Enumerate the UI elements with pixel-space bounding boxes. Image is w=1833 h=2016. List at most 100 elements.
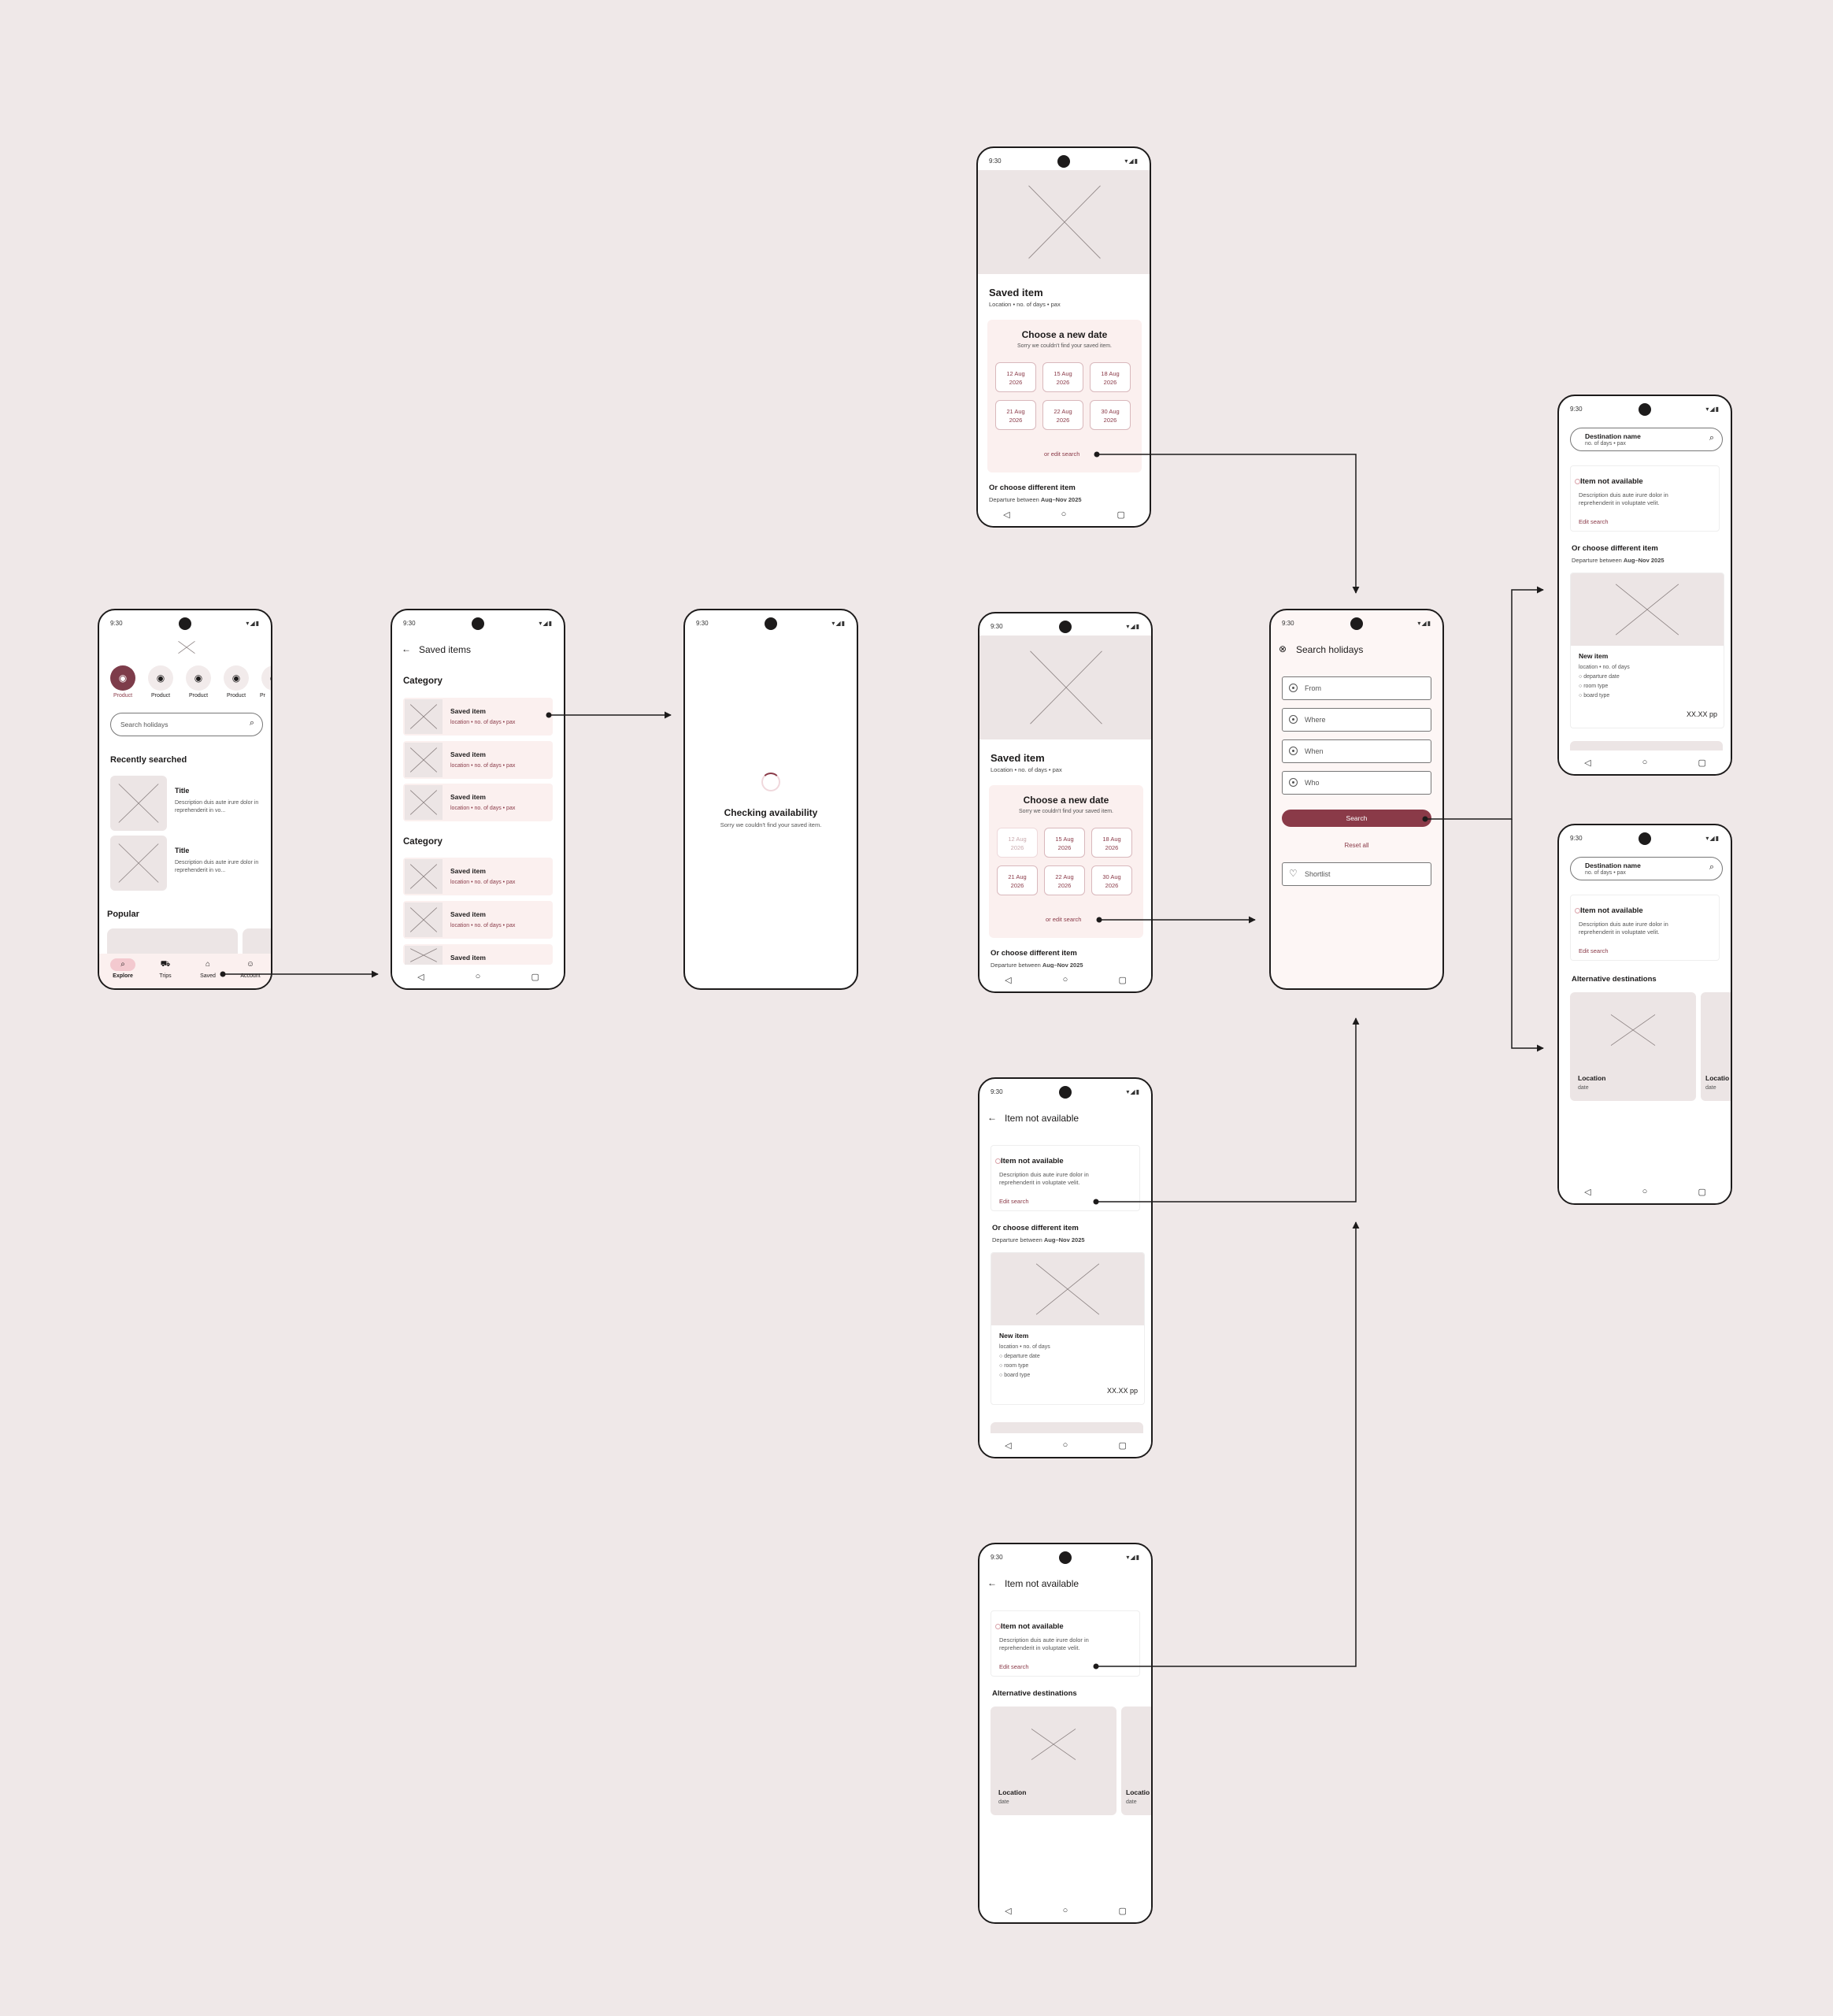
thumbnail xyxy=(110,836,167,891)
alert-dot-icon xyxy=(995,1624,1001,1629)
back-nav-icon[interactable]: ◁ xyxy=(417,972,424,982)
status-time: 9:30 xyxy=(991,623,1003,630)
reset-all-link[interactable]: Reset all xyxy=(1344,842,1369,849)
back-arrow-icon[interactable]: ← xyxy=(402,643,411,654)
recents-nav-icon[interactable]: ▢ xyxy=(531,972,539,982)
destination-search-bar[interactable]: Destination name no. of days • pax ⌕ xyxy=(1570,428,1723,451)
tab-explore[interactable]: ⌕ Explore xyxy=(107,958,139,979)
status-time: 9:30 xyxy=(991,1554,1003,1561)
when-field[interactable]: When xyxy=(1282,739,1431,763)
bottom-tab-bar: ⌕ Explore ⛟ Trips ⌂ Saved ☺ Account xyxy=(99,954,271,988)
status-time: 9:30 xyxy=(1282,620,1294,627)
from-field[interactable]: From xyxy=(1282,676,1431,700)
new-item-card[interactable]: New item location • no. of days ○ depart… xyxy=(1570,573,1724,728)
new-item-card[interactable]: New item location • no. of days ○ depart… xyxy=(991,1252,1145,1405)
home-nav-icon[interactable]: ○ xyxy=(1061,510,1067,519)
destination-meta: no. of days • pax xyxy=(1585,441,1626,447)
back-nav-icon[interactable]: ◁ xyxy=(1005,1440,1012,1451)
edit-search-link[interactable]: Edit search xyxy=(999,1198,1029,1205)
recents-nav-icon[interactable]: ▢ xyxy=(1116,510,1125,520)
back-nav-icon[interactable]: ◁ xyxy=(1005,1906,1012,1916)
edit-search-link[interactable]: or edit search xyxy=(1046,916,1082,923)
search-input[interactable]: Search holidays ⌕ xyxy=(110,713,263,736)
who-field[interactable]: Who xyxy=(1282,771,1431,795)
new-item-meta: location • no. of days xyxy=(999,1344,1050,1350)
page-title: Search holidays xyxy=(1296,644,1364,655)
recents-nav-icon[interactable]: ▢ xyxy=(1698,758,1706,768)
back-arrow-icon[interactable]: ← xyxy=(987,1577,997,1588)
alert-desc: Description duis aute irure dolor in rep… xyxy=(999,1636,1089,1651)
back-nav-icon[interactable]: ◁ xyxy=(1003,510,1010,520)
system-nav-bar: ◁ ○ ▢ xyxy=(979,968,1151,991)
camera-notch xyxy=(472,617,484,630)
destination-search-bar[interactable]: Destination name no. of days • pax ⌕ xyxy=(1570,857,1723,880)
recents-nav-icon[interactable]: ▢ xyxy=(1118,1440,1127,1451)
alert-title: Item not available xyxy=(1580,906,1643,915)
back-arrow-icon[interactable]: ← xyxy=(987,1112,997,1123)
home-nav-icon[interactable]: ○ xyxy=(1062,1440,1068,1450)
saved-item-detail-screen-alt: 9:30▾◢▮ Saved item Location • no. of day… xyxy=(978,612,1153,993)
close-icon[interactable]: ⊗ xyxy=(1279,643,1287,654)
edit-search-link[interactable]: or edit search xyxy=(1044,450,1080,458)
category-label: Pr xyxy=(260,693,265,699)
system-nav-bar: ◁ ○ ▢ xyxy=(978,502,1150,526)
recents-nav-icon[interactable]: ▢ xyxy=(1698,1187,1706,1197)
price: XX.XX pp xyxy=(1106,1387,1138,1395)
product-icon: ◉ xyxy=(224,665,249,691)
recents-nav-icon[interactable]: ▢ xyxy=(1118,975,1127,985)
destination-card[interactable]: Location date xyxy=(991,1707,1116,1815)
shortlist-button[interactable]: ♡Shortlist xyxy=(1282,862,1431,886)
tab-trips[interactable]: ⛟ Trips xyxy=(150,958,181,979)
saved-item[interactable]: Saved item xyxy=(403,944,553,965)
search-button[interactable]: Search xyxy=(1282,810,1431,827)
tab-saved[interactable]: ⌂ Saved xyxy=(192,958,224,979)
category-item[interactable]: ◉ Product xyxy=(107,665,139,699)
back-nav-icon[interactable]: ◁ xyxy=(1584,758,1591,768)
destination-card[interactable]: Locatio date xyxy=(1121,1707,1151,1815)
system-nav-bar: ◁ ○ ▢ xyxy=(1559,1180,1731,1203)
category-item[interactable]: ◉ Product xyxy=(183,665,214,699)
home-nav-icon[interactable]: ○ xyxy=(1062,975,1068,984)
category-item[interactable]: ◉ Pr xyxy=(258,665,271,699)
home-nav-icon[interactable]: ○ xyxy=(1642,1187,1648,1196)
edit-search-link[interactable]: Edit search xyxy=(1579,518,1609,525)
recents-nav-icon[interactable]: ▢ xyxy=(1118,1906,1127,1916)
category-item[interactable]: ◉ Product xyxy=(220,665,252,699)
page-title: Item not available xyxy=(1005,1113,1079,1124)
tab-account[interactable]: ☺ Account xyxy=(235,958,266,979)
destination-card[interactable]: Location date xyxy=(1570,992,1696,1101)
destination-card[interactable]: Locatio date xyxy=(1701,992,1731,1101)
home-nav-icon[interactable]: ○ xyxy=(1062,1906,1068,1915)
edit-search-link[interactable]: Edit search xyxy=(999,1663,1029,1670)
item-meta: location • no. of days • pax xyxy=(450,763,516,769)
back-nav-icon[interactable]: ◁ xyxy=(1584,1187,1591,1197)
category-item[interactable]: ◉ Product xyxy=(145,665,176,699)
choose-sub: Sorry we couldn't find your saved item. xyxy=(1016,343,1112,349)
edit-search-link[interactable]: Edit search xyxy=(1579,947,1609,954)
where-field[interactable]: Where xyxy=(1282,708,1431,732)
saved-item-detail-screen: 9:30▾◢▮ Saved item Location • no. of day… xyxy=(976,146,1151,528)
recent-item[interactable]: Title Description duis aute irure dolor … xyxy=(110,776,268,832)
back-nav-icon[interactable]: ◁ xyxy=(1005,975,1012,985)
recent-item[interactable]: Title Description duis aute irure dolor … xyxy=(110,836,268,892)
diff-heading: Or choose different item xyxy=(992,1224,1079,1232)
home-nav-icon[interactable]: ○ xyxy=(1642,758,1648,767)
home-nav-icon[interactable]: ○ xyxy=(475,972,481,981)
